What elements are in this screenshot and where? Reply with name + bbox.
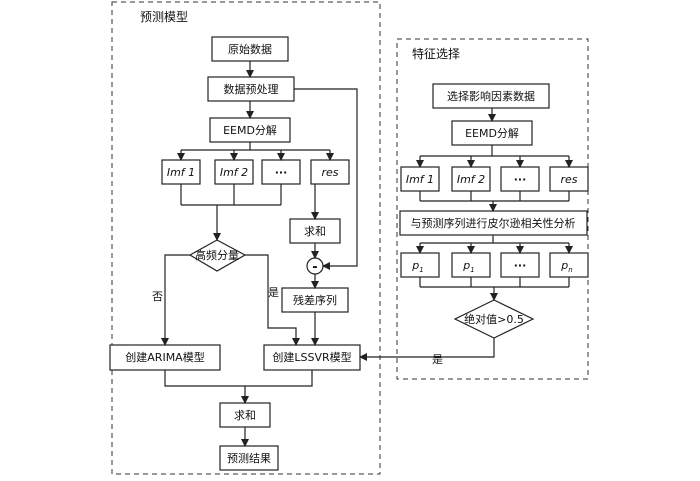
sum-box-upper <box>289 218 341 244</box>
res-box <box>310 159 350 185</box>
eemd-label: EEMD分解 <box>223 123 277 137</box>
connector-arima-down <box>164 370 313 387</box>
raw-data-label: 原始数据 <box>228 42 272 56</box>
imf-ellipsis-box <box>261 159 301 185</box>
no-branch-label: 否 <box>152 290 163 303</box>
imf2-box <box>214 159 254 185</box>
abs-threshold-label: 绝对值>0.5 <box>464 312 524 326</box>
res-label-right: res <box>560 173 577 186</box>
result-label: 预测结果 <box>227 452 271 465</box>
select-factors-box <box>432 83 550 109</box>
res-label: res <box>321 166 338 179</box>
yes-branch-label-left: 是 <box>268 286 279 299</box>
feature-selection-title: 特征选择 <box>412 46 460 61</box>
arrow-no-to-arima <box>161 254 190 346</box>
arima-label: 创建ARIMA模型 <box>125 350 204 364</box>
residual-label: 残差序列 <box>293 293 337 307</box>
eemd-label-right: EEMD分解 <box>465 126 519 140</box>
sum-label-upper: 求和 <box>304 225 326 238</box>
high-frequency-label: 高频分量 <box>195 248 239 262</box>
pn-label: pn <box>560 259 572 274</box>
pearson-label: 与预测序列进行皮尔逊相关性分析 <box>411 216 576 230</box>
imf-ellipsis-box-right <box>500 166 540 192</box>
prediction-model-panel <box>111 1 381 475</box>
p1-label-a: p1 <box>411 259 423 274</box>
high-frequency-decision <box>188 239 247 272</box>
feature-selection-panel <box>396 38 589 380</box>
sum-label-lower: 求和 <box>234 409 256 422</box>
imf2-label: Imf 2 <box>220 166 248 179</box>
preprocess-label: 数据预处理 <box>224 82 279 96</box>
arrow-preprocess-to-subtract <box>294 88 358 270</box>
imf-ellipsis-label-right: ··· <box>514 173 527 186</box>
select-factors-label: 选择影响因素数据 <box>447 89 535 103</box>
arrow-abs-yes-to-lssvr <box>359 338 495 361</box>
arima-box <box>109 344 221 371</box>
residual-box <box>281 287 349 313</box>
imf1-label-right: Imf 1 <box>406 173 434 186</box>
p-ellipsis-label: ··· <box>514 259 527 272</box>
subtract-symbol: - <box>312 260 317 275</box>
arrow-yes-to-lssvr <box>245 254 300 346</box>
imf2-box-right <box>451 166 491 192</box>
prediction-model-title: 预测模型 <box>140 10 188 24</box>
imf1-box-right <box>400 166 440 192</box>
p1-label-b: p1 <box>462 259 474 274</box>
imf-ellipsis-label: ··· <box>275 166 288 179</box>
imf1-label: Imf 1 <box>167 166 195 179</box>
result-box <box>219 445 279 471</box>
preprocess-box <box>207 76 295 102</box>
pearson-box <box>399 210 588 236</box>
imf2-label-right: Imf 2 <box>457 173 485 186</box>
lssvr-label: 创建LSSVR模型 <box>272 350 351 364</box>
yes-branch-label-right: 是 <box>432 353 443 366</box>
